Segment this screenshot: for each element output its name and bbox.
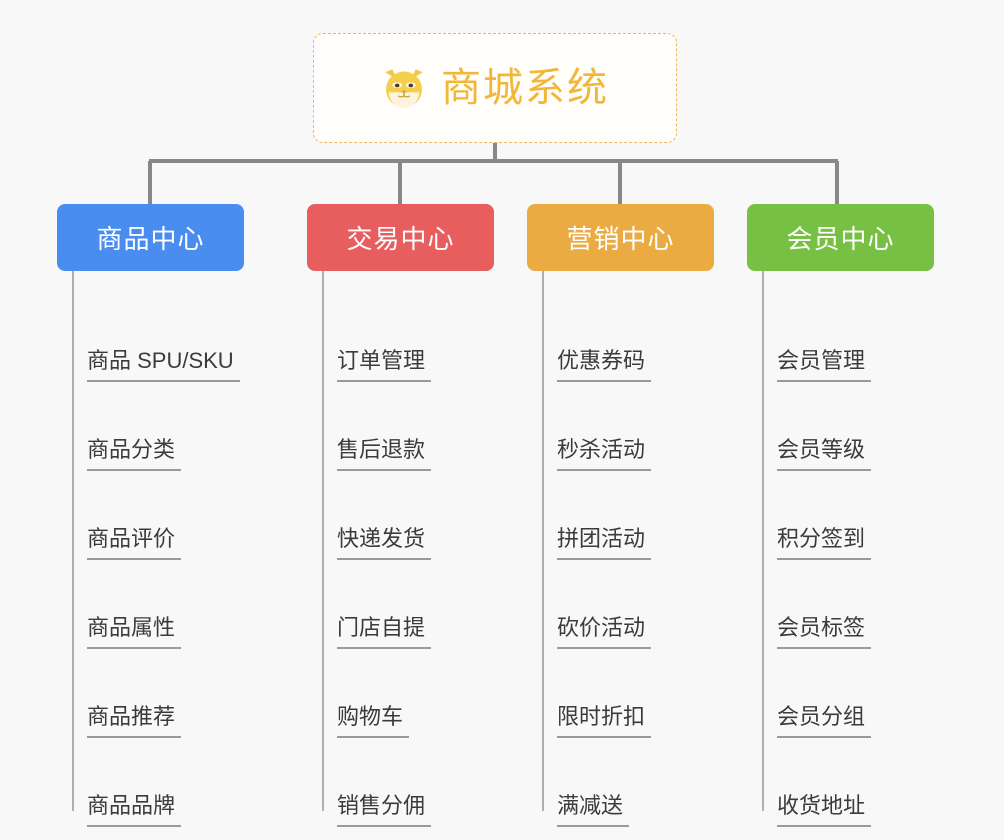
category-label-2: 交易中心 (346, 224, 455, 254)
item-label: 限时折扣 (557, 704, 652, 738)
item-label: 购物车 (337, 704, 410, 738)
item-label: 会员标签 (777, 615, 872, 649)
list-item[interactable]: 会员分组 (747, 649, 967, 738)
list-item[interactable]: 销售分佣 (307, 738, 527, 827)
list-item[interactable]: 会员管理 (747, 293, 967, 382)
list-item[interactable]: 快递发货 (307, 471, 527, 560)
list-item[interactable]: 售后退款 (307, 382, 527, 471)
branch-column-4: 会员中心 会员管理 会员等级 积分签到 会员标签 会员分组 收货地址 (747, 204, 967, 827)
item-label: 商品推荐 (87, 704, 182, 738)
category-box-1[interactable]: 商品中心 (57, 204, 244, 271)
item-label: 优惠券码 (557, 348, 652, 382)
item-label: 门店自提 (337, 615, 432, 649)
list-item[interactable]: 秒杀活动 (527, 382, 747, 471)
item-label: 商品 SPU/SKU (87, 348, 240, 382)
root-node[interactable]: 商城系统 (313, 33, 677, 143)
category-label-4: 会员中心 (786, 224, 895, 254)
spine-line-1 (72, 271, 74, 811)
item-label: 会员分组 (777, 704, 872, 738)
item-label: 商品评价 (87, 526, 182, 560)
item-label: 会员管理 (777, 348, 872, 382)
branch-column-2: 交易中心 订单管理 售后退款 快递发货 门店自提 购物车 销售分佣 (307, 204, 527, 827)
root-title: 商城系统 (441, 66, 609, 110)
item-label: 商品分类 (87, 437, 182, 471)
list-item[interactable]: 会员等级 (747, 382, 967, 471)
branch-column-3: 营销中心 优惠券码 秒杀活动 拼团活动 砍价活动 限时折扣 满减送 (527, 204, 747, 827)
list-item[interactable]: 商品推荐 (57, 649, 277, 738)
item-label: 秒杀活动 (557, 437, 652, 471)
item-label: 销售分佣 (337, 793, 432, 827)
branch-column-1: 商品中心 商品 SPU/SKU 商品分类 商品评价 商品属性 商品推荐 商品品牌 (57, 204, 277, 827)
category-label-3: 营销中心 (566, 224, 675, 254)
item-label: 会员等级 (777, 437, 872, 471)
list-item[interactable]: 优惠券码 (527, 293, 747, 382)
list-item[interactable]: 商品评价 (57, 471, 277, 560)
item-label: 收货地址 (777, 793, 872, 827)
list-item[interactable]: 砍价活动 (527, 560, 747, 649)
list-item[interactable]: 积分签到 (747, 471, 967, 560)
list-item[interactable]: 商品属性 (57, 560, 277, 649)
list-item[interactable]: 满减送 (527, 738, 747, 827)
list-item[interactable]: 订单管理 (307, 293, 527, 382)
list-item[interactable]: 收货地址 (747, 738, 967, 827)
list-item[interactable]: 商品品牌 (57, 738, 277, 827)
item-label: 快递发货 (337, 526, 432, 560)
item-list-2: 订单管理 售后退款 快递发货 门店自提 购物车 销售分佣 (307, 271, 527, 827)
category-box-2[interactable]: 交易中心 (307, 204, 494, 271)
spine-line-2 (322, 271, 324, 811)
category-box-3[interactable]: 营销中心 (527, 204, 714, 271)
item-label: 商品属性 (87, 615, 182, 649)
list-item[interactable]: 会员标签 (747, 560, 967, 649)
category-label-1: 商品中心 (96, 224, 205, 254)
item-list-4: 会员管理 会员等级 积分签到 会员标签 会员分组 收货地址 (747, 271, 967, 827)
category-box-4[interactable]: 会员中心 (747, 204, 934, 271)
item-label: 订单管理 (337, 348, 432, 382)
item-label: 积分签到 (777, 526, 872, 560)
spine-line-4 (762, 271, 764, 811)
shiba-dog-face-icon (385, 69, 423, 109)
item-label: 商品品牌 (87, 793, 182, 827)
item-label: 满减送 (557, 793, 630, 827)
item-label: 拼团活动 (557, 526, 652, 560)
spine-line-3 (542, 271, 544, 811)
list-item[interactable]: 拼团活动 (527, 471, 747, 560)
item-list-1: 商品 SPU/SKU 商品分类 商品评价 商品属性 商品推荐 商品品牌 (57, 271, 277, 827)
list-item[interactable]: 购物车 (307, 649, 527, 738)
list-item[interactable]: 限时折扣 (527, 649, 747, 738)
item-label: 砍价活动 (557, 615, 652, 649)
item-list-3: 优惠券码 秒杀活动 拼团活动 砍价活动 限时折扣 满减送 (527, 271, 747, 827)
item-label: 售后退款 (337, 437, 432, 471)
list-item[interactable]: 门店自提 (307, 560, 527, 649)
list-item[interactable]: 商品 SPU/SKU (57, 293, 277, 382)
list-item[interactable]: 商品分类 (57, 382, 277, 471)
